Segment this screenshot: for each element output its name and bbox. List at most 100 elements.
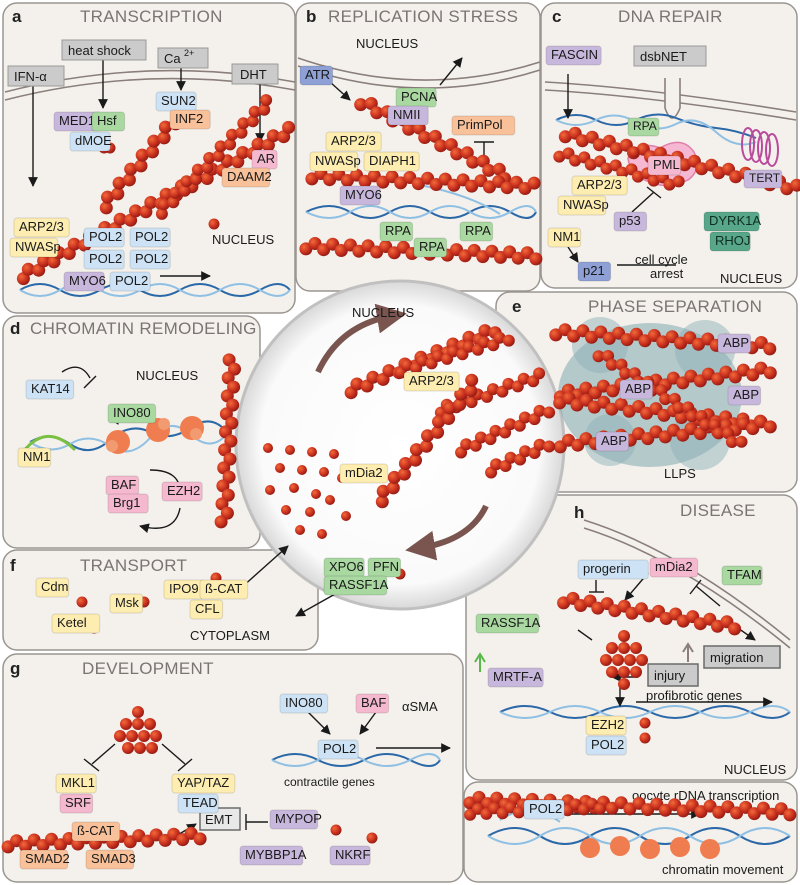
protein-label: TFAM [721, 565, 763, 586]
actin-monomer [600, 654, 612, 666]
actin-subunit [543, 440, 556, 453]
actin-subunit [418, 131, 432, 144]
actin-subunit [157, 131, 171, 145]
actin-subunit [465, 373, 479, 387]
protein-label: MKL1 [55, 773, 97, 794]
contractile-genes: contractile genes [284, 775, 375, 789]
protein-label: POL2 [83, 249, 125, 270]
actin-monomer [618, 678, 630, 690]
actin-subunit [397, 467, 411, 481]
svg-text:SRF: SRF [65, 795, 91, 810]
actin-subunit [504, 451, 517, 464]
protein-label: POL2 [585, 735, 627, 756]
actin-monomer [297, 465, 307, 475]
oocyte-transcription: oocyte rDNA transcription [632, 788, 779, 803]
inhibition [577, 629, 593, 641]
svg-text:heat shock: heat shock [68, 43, 131, 58]
actin-subunit [466, 155, 480, 169]
actin-subunit [387, 470, 401, 484]
increase-arrow [682, 642, 694, 662]
svg-text:SUN2: SUN2 [161, 93, 196, 108]
svg-text:dMOE: dMOE [75, 133, 112, 148]
actin-subunit [672, 401, 685, 414]
protein-label: XPO6 [323, 557, 365, 578]
stimulus-calcium: Ca 2+ [157, 47, 209, 69]
actin-subunit [454, 387, 468, 401]
actin-subunit [502, 334, 515, 347]
actin-subunit [543, 406, 556, 419]
actin-monomer [618, 666, 630, 678]
protein-label: POL2 [109, 271, 151, 292]
actin-monomer [636, 654, 648, 666]
svg-text:POL2: POL2 [89, 251, 122, 266]
protein-label: RHOJ [709, 231, 751, 252]
actin-subunit [517, 372, 530, 385]
actin-subunit [729, 170, 743, 184]
actin-subunit [191, 163, 204, 176]
protein-label: RPA [627, 117, 660, 137]
protein-label: PFN [367, 557, 402, 578]
protein-label: mDia2 [649, 557, 699, 578]
actin-monomer [281, 505, 291, 515]
protein-label: POL2 [523, 799, 565, 820]
actin-subunit [101, 190, 114, 204]
protein-label: MRTF-A [487, 667, 544, 688]
svg-text:RPA: RPA [465, 223, 491, 238]
stimulus-dsbnet: dsbNET [633, 45, 707, 67]
actin-monomer [606, 666, 618, 678]
actin-subunit [527, 176, 541, 190]
actin-subunit [763, 420, 777, 434]
actin-monomer [630, 642, 642, 654]
actin-subunit [489, 424, 502, 437]
protein-label: Brg1 [107, 493, 149, 514]
protein-label: NWASp [309, 151, 361, 172]
protein-label: DAAM2 [221, 167, 272, 188]
actin-subunit [584, 158, 597, 171]
panel-b-title: REPLICATION STRESS [328, 7, 518, 26]
protein-label: POL2 [317, 739, 359, 760]
svg-text:progerin: progerin [583, 561, 631, 576]
protein-label: ARP2/3 [403, 371, 460, 392]
actin-subunit [147, 134, 161, 148]
actin-subunit [224, 138, 237, 151]
protein-label: NWASp [9, 237, 61, 258]
svg-text:RPA: RPA [385, 223, 411, 238]
protein-label: TEAD [177, 793, 219, 814]
migration-box: migration [703, 645, 781, 669]
actin-subunit [129, 204, 142, 218]
svg-text:IFN-α: IFN-α [14, 69, 47, 84]
svg-text:RPA: RPA [419, 239, 445, 254]
actin-subunit [178, 184, 191, 197]
svg-text:POL2: POL2 [135, 251, 168, 266]
svg-text:ARP2/3: ARP2/3 [19, 219, 64, 234]
svg-text:DAAM2: DAAM2 [227, 169, 272, 184]
actin-subunit [111, 187, 125, 201]
dna-strand [499, 705, 791, 719]
protein-label: ABP [595, 431, 630, 452]
panel-h-title: DISEASE [680, 501, 756, 520]
protein-label: dMOE [69, 131, 112, 152]
protein-label: NMII [387, 105, 429, 126]
actin-subunit [366, 370, 380, 384]
actin-subunit [167, 196, 180, 209]
dna-strand [487, 827, 791, 845]
dna-strand [271, 753, 441, 767]
protein-label: progerin [577, 559, 649, 580]
actin-monomer [311, 489, 321, 499]
svg-text:Ca: Ca [164, 51, 181, 66]
svg-text:NWASp: NWASp [563, 197, 609, 212]
protein-label: EZH2 [161, 481, 203, 502]
actin-subunit [251, 137, 265, 151]
actin-subunit [783, 808, 797, 822]
actin-monomer [208, 218, 220, 230]
actin-subunit [226, 128, 238, 141]
protein-label: SMAD2 [19, 849, 70, 870]
inhibition [646, 186, 662, 199]
actin-monomer [263, 443, 273, 453]
actin-subunit [728, 622, 742, 636]
svg-text:NM1: NM1 [23, 449, 50, 464]
actin-subunit [144, 196, 158, 209]
dna-strand [555, 113, 757, 139]
actin-subunit [462, 330, 476, 344]
svg-text:MYO6: MYO6 [345, 187, 382, 202]
